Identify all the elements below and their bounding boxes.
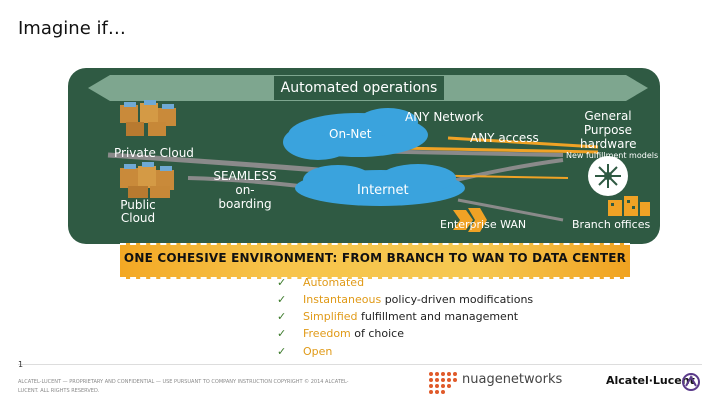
any-access-label: ANY access (470, 131, 539, 145)
public-cloud-servers (120, 162, 174, 198)
on-net-cloud (283, 108, 428, 160)
checkmark-icon: ✓ (277, 276, 287, 289)
legal-text: ALCATEL-LUCENT — PROPRIETARY AND CONFIDE… (18, 379, 349, 394)
cohesive-environment-band (120, 243, 630, 279)
pipe-private-cloud (107, 152, 319, 173)
orange-link-1 (447, 136, 599, 149)
seamless-onboarding-label: SEAMLESS on-boarding (213, 169, 277, 211)
on-net-label: On-Net (329, 127, 372, 141)
any-network-label: ANY Network (405, 110, 484, 124)
enterprise-wan-label: Enterprise WAN (440, 218, 527, 231)
orange-link-2 (397, 146, 599, 154)
internet-label: Internet (357, 183, 409, 198)
alcatel-lucent-logo-text: Alcatel·Lucent (606, 374, 695, 387)
checkmark-icon: ✓ (277, 345, 287, 358)
checkmark-icon: ✓ (277, 327, 287, 340)
branch-office-icon (608, 196, 650, 216)
automated-operations-label: Automated operations (274, 76, 444, 100)
public-cloud-label: Public Cloud (120, 198, 156, 225)
cohesive-environment-text: ONE COHESIVE ENVIRONMENT: FROM BRANCH TO… (123, 251, 627, 265)
alcatel-lucent-logo-icon (682, 373, 700, 391)
network-diagram (107, 100, 650, 232)
checklist-item: ✓Instantaneous policy-driven modificatio… (277, 293, 534, 306)
checkmark-icon: ✓ (277, 310, 287, 323)
checklist-item: ✓Open (277, 345, 333, 358)
wan-chevron-2 (468, 208, 487, 232)
checklist-item: ✓Automated (277, 276, 365, 289)
checklist-item: ✓Simplified fulfillment and management (277, 310, 519, 323)
page-number: 1 (18, 360, 24, 369)
wan-chevron-1 (453, 210, 473, 230)
nuage-logo-icon (429, 372, 457, 394)
slide-title: Imagine if… (18, 18, 126, 39)
internet-cloud (295, 164, 465, 206)
nuage-logo-text: nuagenetworks (462, 372, 563, 387)
pipe-branch (457, 198, 564, 222)
checklist-item: ✓Freedom of choice (277, 327, 404, 340)
private-cloud-label: Private Cloud (114, 146, 194, 160)
footer-divider (18, 364, 702, 365)
general-purpose-hardware-label: General Purpose hardware (580, 109, 637, 151)
private-cloud-servers (120, 100, 176, 136)
checkmark-icon: ✓ (277, 293, 287, 306)
new-fulfillment-models-label: New fulfillment models (566, 151, 659, 160)
branch-offices-label: Branch offices (572, 218, 651, 231)
router-icon (588, 156, 628, 196)
